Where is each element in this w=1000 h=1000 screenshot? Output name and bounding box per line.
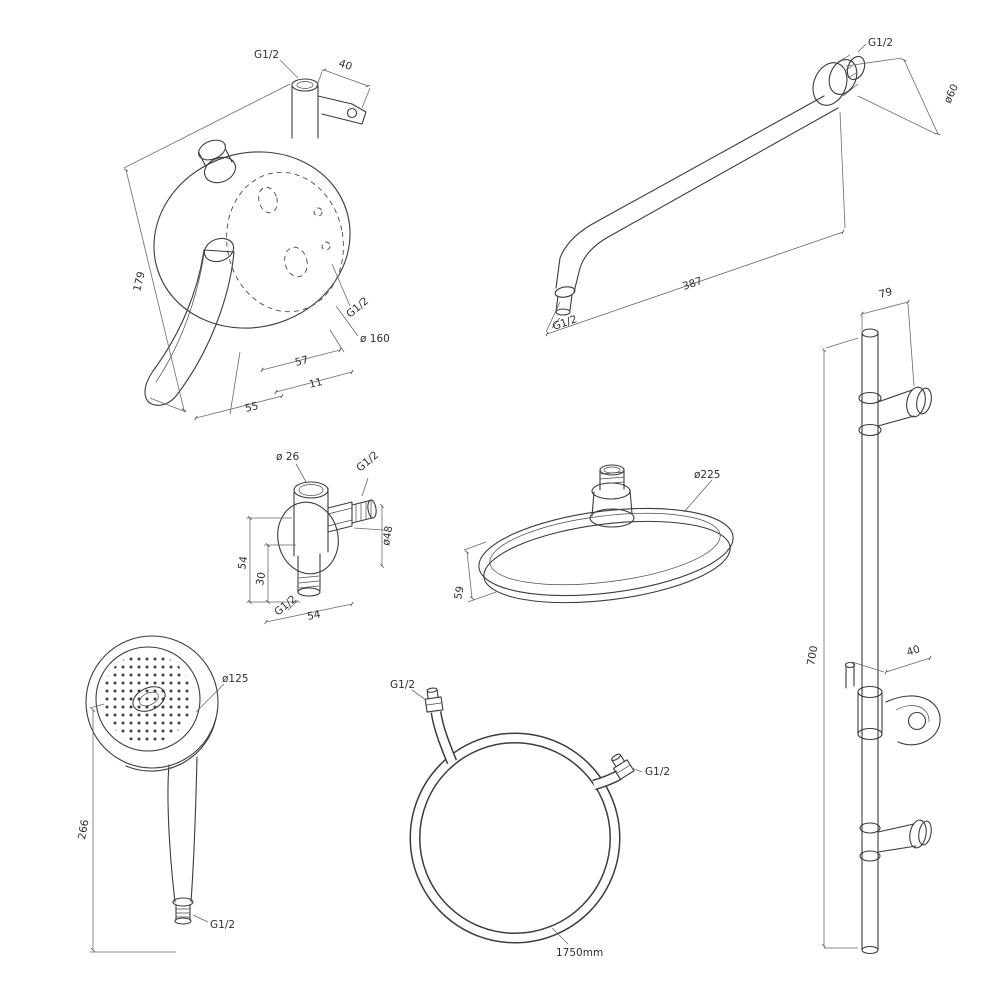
elbow-height54-label: 54 bbox=[236, 555, 250, 571]
hose-drawing: G1/2 G1/2 1750mm bbox=[390, 679, 670, 959]
mixer-thread-top-label: G1/2 bbox=[254, 49, 279, 61]
elbow-dia48-label: ø48 bbox=[380, 525, 395, 547]
hose-thread-right-label: G1/2 bbox=[645, 766, 670, 778]
mixer-height-label: 179 bbox=[131, 270, 147, 292]
elbow-width54-label: 54 bbox=[306, 608, 322, 623]
slide-bar-drawing: 79 700 40 bbox=[805, 286, 941, 955]
hose-thread-left-label: G1/2 bbox=[390, 679, 415, 691]
hose-nut-right bbox=[611, 753, 635, 780]
rain-head-drawing: ø225 59 bbox=[452, 464, 734, 604]
hand-shower-drawing: ø125 266 G1/2 bbox=[76, 635, 248, 953]
elbow-thread-bottom-label: G1/2 bbox=[272, 593, 299, 618]
mixer-55-label: 55 bbox=[244, 400, 260, 415]
head-height-label: 59 bbox=[452, 585, 467, 601]
elbow-top-dia-label: ø 26 bbox=[276, 451, 299, 463]
hand-length-label: 266 bbox=[76, 818, 91, 840]
mixer-57-label: 57 bbox=[294, 354, 310, 369]
mixer-thread-back-label: G1/2 bbox=[344, 295, 371, 320]
concealed-mixer-drawing: G1/2 40 179 G1/2 ø 160 57 11 55 bbox=[123, 49, 390, 421]
hand-thread-label: G1/2 bbox=[210, 919, 235, 931]
elbow-thread-side-label: G1/2 bbox=[354, 449, 381, 474]
arm-thread-wall-label: G1/2 bbox=[868, 37, 893, 49]
shower-arm-drawing: G1/2 ø60 387 G1/2 bbox=[545, 37, 961, 337]
mixer-11-label: 11 bbox=[308, 376, 324, 391]
mixer-depth-label: 40 bbox=[337, 57, 354, 73]
arm-length-label: 387 bbox=[681, 275, 704, 293]
mixer-plate-diameter-label: ø 160 bbox=[360, 333, 390, 345]
elbow-offset30-label: 30 bbox=[254, 571, 268, 586]
hose-nut-left bbox=[424, 687, 444, 713]
hand-dia-label: ø125 bbox=[222, 673, 248, 685]
bar-length700-label: 700 bbox=[805, 645, 820, 667]
arm-thread-out-label: G1/2 bbox=[551, 313, 579, 333]
bar-offset40-label: 40 bbox=[905, 643, 922, 659]
hose-length-label: 1750mm bbox=[556, 947, 603, 959]
spray-face-dots bbox=[102, 653, 192, 743]
wall-elbow-drawing: ø 26 G1/2 ø48 54 30 G1/2 54 bbox=[236, 449, 395, 625]
arm-flange-dia-label: ø60 bbox=[942, 82, 961, 105]
bar-offset79-label: 79 bbox=[878, 286, 894, 301]
head-dia-label: ø225 bbox=[694, 469, 720, 481]
